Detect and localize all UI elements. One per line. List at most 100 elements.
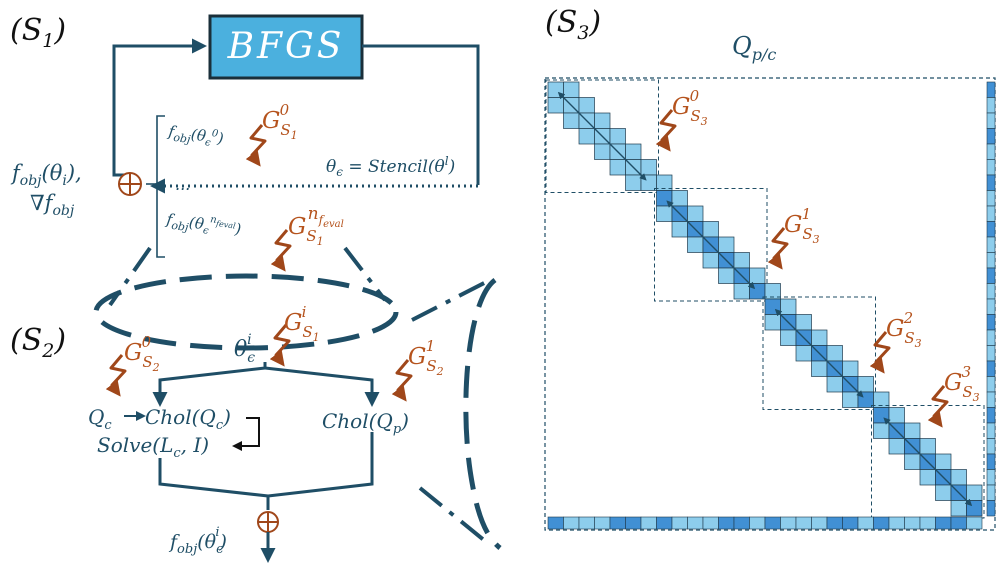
matrix-cell (919, 438, 936, 455)
matrix-bottom-cell (671, 516, 688, 530)
matrix-cell (687, 236, 704, 253)
matrix-bottom-cell (873, 516, 890, 530)
matrix-cell (780, 329, 797, 346)
branch-right-arrow (264, 366, 380, 407)
matrix-bottom-cell (795, 516, 812, 530)
svg-text:GS32: GS32 (886, 309, 922, 350)
matrix-bottom-cell (609, 516, 626, 530)
matrix-cell (919, 469, 936, 486)
matrix-block-frame (654, 188, 768, 302)
matrix-cell (749, 267, 766, 284)
gpu-s2-0: GS20 (111, 333, 160, 393)
matrix-edge-cell (986, 376, 996, 393)
matrix-cell (826, 376, 843, 393)
matrix-cell (563, 81, 580, 98)
matrix-edge-cell (986, 453, 996, 470)
matrix-edge-cell (986, 205, 996, 222)
zoom-line-right (343, 246, 387, 302)
matrix-cell (625, 174, 642, 191)
section-label-s1: (S1) (10, 13, 66, 52)
matrix-cell (950, 500, 967, 517)
matrix-bottom-cell (578, 516, 595, 530)
theta-epsilon-i: θϵi (234, 332, 255, 366)
matrix-cell (888, 438, 905, 455)
matrix-cell (842, 391, 859, 408)
matrix-bottom-cell (842, 516, 859, 530)
matrix-cell (904, 453, 921, 470)
matrix-edge-cell (986, 484, 996, 501)
matrix-edge-cell (986, 438, 996, 455)
matrix-edge-cell (986, 283, 996, 300)
matrix-edge-cell (986, 112, 996, 129)
matrix-bottom-cell (733, 516, 750, 530)
matrix-cell (733, 252, 750, 269)
gpu-s1-0: GS10 (251, 101, 298, 163)
sum-operator-s1 (118, 172, 142, 196)
matrix-bottom-cell (857, 516, 874, 530)
matrix-block-frame (762, 296, 876, 410)
solve-label: Solve(Lc, I) (97, 433, 209, 461)
gpu-s3-1: GS31 (773, 205, 820, 266)
matrix-cell (795, 345, 812, 362)
matrix-cell (625, 143, 642, 160)
matrix-cell (950, 469, 967, 486)
matrix-cell (795, 314, 812, 331)
matrix-bottom-cell (950, 516, 967, 530)
matrix-title: Qp/c (732, 32, 776, 64)
gpu-s3-labels: GS30 GS31 GS32 GS33 (661, 87, 980, 424)
svg-text:GS1i: GS1i (284, 303, 320, 344)
matrix-cell (873, 422, 890, 439)
matrix-bottom-cell (656, 516, 673, 530)
gradient-label: ∇fobj (30, 191, 75, 219)
svg-text:GS20: GS20 (124, 333, 160, 374)
block-diagonal-arrow (666, 200, 756, 290)
eval-ellipsis: ... (175, 175, 190, 194)
matrix-cell (888, 407, 905, 424)
matrix-bottom-cell (640, 516, 657, 530)
block-diagonal-arrow (774, 308, 864, 398)
matrix-edge-cell (986, 329, 996, 346)
matrix-cell (966, 484, 983, 501)
sum-operator-s2 (257, 511, 279, 533)
matrix-cell (609, 159, 626, 176)
matrix-edge-cell (986, 391, 996, 408)
matrix-cell (702, 221, 719, 238)
matrix-cell (687, 205, 704, 222)
eval-bracket (156, 115, 165, 258)
matrix-cell (811, 360, 828, 377)
matrix-bottom-cell (687, 516, 704, 530)
block-diagonal-arrow (557, 91, 647, 181)
svg-text:GS31: GS31 (784, 205, 820, 246)
matrix-cell (857, 376, 874, 393)
matrix-bottom-cell (966, 516, 983, 530)
chol-qc-label: Chol(Qc) (145, 405, 231, 433)
matrix-cell (904, 422, 921, 439)
matrix-edge-cell (986, 298, 996, 315)
gpu-s3-3: GS33 (933, 363, 980, 424)
svg-text:GS30: GS30 (672, 87, 708, 128)
result-label: fobj(θϵi) (168, 525, 227, 557)
matrix-edge-cell (986, 143, 996, 160)
matrix-cell (842, 360, 859, 377)
chol-to-solve-arrow (232, 417, 260, 451)
matrix-cell (764, 314, 781, 331)
matrix-edge-cell (986, 345, 996, 362)
stencil-label: θϵ = Stencil(θl) (326, 154, 455, 179)
matrix-edge-cell (986, 174, 996, 191)
matrix-cell (826, 345, 843, 362)
matrix-cell (671, 221, 688, 238)
matrix-cell (578, 128, 595, 145)
matrix-edge-cell (986, 267, 996, 284)
matrix-bottom-cell (702, 516, 719, 530)
loop-arrow-to-bfgs (112, 38, 207, 177)
matrix-bottom-cell (594, 516, 611, 530)
matrix-edge-cell (986, 469, 996, 486)
matrix-bottom-cell (935, 516, 952, 530)
matrix-bottom-cell (547, 516, 564, 530)
matrix-edge-cell (986, 190, 996, 207)
matrix-cell (547, 97, 564, 114)
matrix-edge-cell (986, 314, 996, 331)
matrix-block-frame (545, 79, 659, 193)
matrix-cell (718, 267, 735, 284)
